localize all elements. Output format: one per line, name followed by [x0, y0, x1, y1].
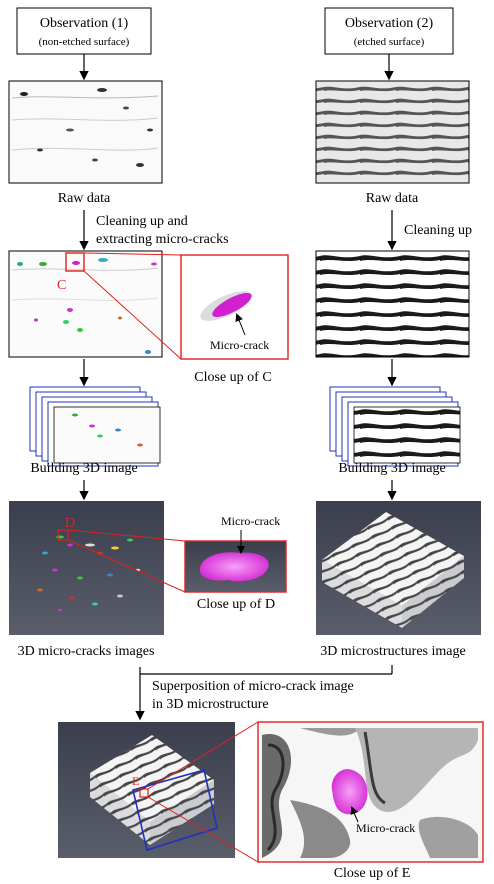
raw-data-1-label: Raw data	[58, 191, 111, 206]
close-up-d-caption: Close up of D	[197, 597, 275, 612]
close-up-c-panel: Micro-crack	[180, 254, 289, 360]
micro-crack-c-shape	[212, 292, 252, 318]
micro-crack-d-label: Micro-crack	[221, 514, 280, 528]
micro-crack-c-pointer	[235, 313, 246, 336]
raw-image-1	[8, 80, 163, 184]
micro-crack-e-label: Micro-crack	[356, 821, 415, 835]
raw-data-2-label: Raw data	[366, 191, 419, 206]
superposition-line1: Superposition of micro-crack image	[152, 679, 354, 694]
observation-1-subtitle: (non-etched surface)	[39, 36, 130, 48]
observation-1-box: Observation (1) (non-etched surface)	[16, 7, 152, 55]
close-up-e-caption: Close up of E	[334, 866, 411, 881]
marker-e-box	[139, 788, 149, 798]
cut-plane-outline	[132, 769, 218, 852]
cleaning-extract-line2: extracting micro-cracks	[96, 232, 229, 247]
zoom-line-e-bottom	[147, 796, 259, 863]
3d-microstructure-image	[316, 501, 481, 635]
zoom-line-d-bottom	[67, 539, 186, 593]
observation-1-title: Observation (1)	[40, 16, 129, 31]
superposition-image	[58, 722, 235, 858]
close-up-c-caption: Close up of C	[194, 370, 271, 385]
close-up-d-panel	[184, 540, 287, 593]
raw-image-2	[315, 80, 470, 184]
zoom-line-e-top	[147, 721, 259, 790]
marker-c-label: C	[57, 278, 66, 293]
zoom-line-c-top	[83, 252, 182, 256]
building-3d-1-label: Building 3D image	[30, 461, 137, 476]
zoom-line-d-top	[67, 529, 186, 542]
cleaning-up-label: Cleaning up	[404, 223, 472, 238]
marker-d-box	[57, 529, 69, 541]
building-3d-2-label: Building 3D image	[338, 461, 445, 476]
micro-crack-e-pointer	[350, 806, 359, 823]
marker-c-box	[65, 252, 85, 272]
micro-crack-e-shape	[331, 769, 368, 815]
3d-cracks-image	[9, 501, 164, 635]
observation-2-title: Observation (2)	[345, 16, 434, 31]
3d-microstructure-caption: 3D microstructures image	[320, 644, 465, 659]
close-up-e-panel	[257, 721, 484, 863]
micro-crack-d-shape	[199, 552, 269, 582]
cleaning-extract-line1: Cleaning up and	[96, 214, 188, 229]
zoom-line-c-bottom	[83, 270, 182, 360]
superposition-line2: in 3D microstructure	[152, 697, 269, 712]
marker-d-label: D	[65, 516, 75, 531]
observation-2-box: Observation (2) (etched surface)	[324, 7, 454, 55]
merge-connector	[135, 665, 393, 721]
image-stack-cracks	[29, 386, 161, 467]
3d-cracks-caption: 3D micro-cracks images	[18, 644, 155, 659]
cleaned-microstructure-image	[315, 250, 470, 358]
observation-2-subtitle: (etched surface)	[354, 36, 425, 48]
extracted-cracks-image	[8, 250, 163, 358]
image-stack-microstructure	[329, 386, 461, 467]
marker-e-label: E	[132, 774, 139, 788]
micro-crack-c-label: Micro-crack	[210, 338, 269, 352]
